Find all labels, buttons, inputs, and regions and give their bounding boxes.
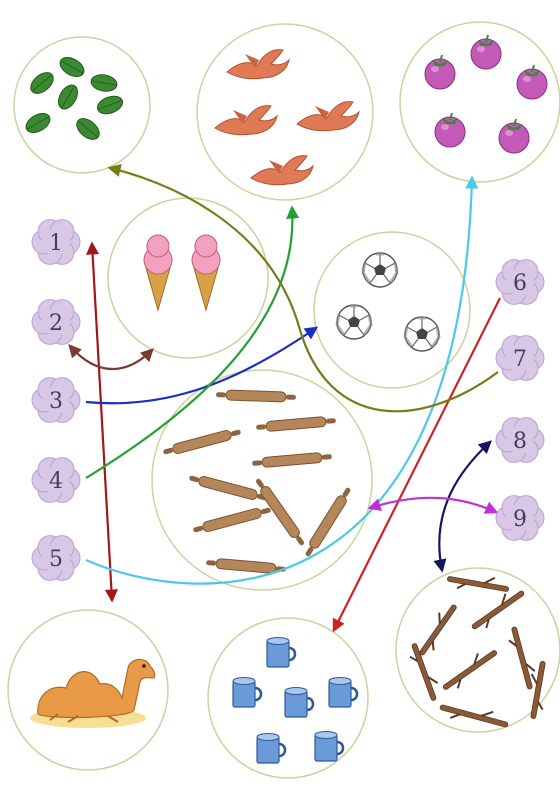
- number-flower-2: 2: [32, 300, 80, 345]
- number-label-5: 5: [49, 547, 63, 572]
- number-label-4: 4: [49, 469, 63, 494]
- birds-circle: [197, 24, 373, 200]
- mugs-circle: [208, 618, 368, 778]
- picture-circles: [8, 22, 560, 778]
- ice-creams-circle-outline: [108, 198, 268, 358]
- number-label-7: 7: [513, 347, 527, 372]
- number-flower-7: 7: [496, 336, 544, 381]
- number-flower-9: 9: [496, 496, 544, 541]
- number-label-8: 8: [513, 429, 527, 454]
- rolling-pins-circle: [152, 370, 372, 590]
- rolling-pins-circle-outline: [152, 370, 372, 590]
- arrow-1-to-camel: [92, 244, 112, 600]
- number-label-2: 2: [49, 311, 63, 336]
- number-label-6: 6: [513, 271, 527, 296]
- number-flower-6: 6: [496, 260, 544, 305]
- camel-circle: [8, 610, 168, 770]
- number-flower-5: 5: [32, 536, 80, 581]
- number-label-9: 9: [513, 507, 527, 532]
- leaves-circle-outline: [14, 37, 150, 173]
- number-label-3: 3: [49, 389, 63, 414]
- arrow-9-to-rolling-pins: [370, 498, 496, 512]
- brinjals-circle: [400, 22, 560, 182]
- sticks-circle: [396, 568, 560, 733]
- number-flower-1: 1: [32, 220, 80, 265]
- number-flower-4: 4: [32, 458, 80, 503]
- number-flower-8: 8: [496, 418, 544, 463]
- number-label-1: 1: [49, 231, 63, 256]
- ice-creams-circle: [108, 198, 268, 358]
- number-flower-3: 3: [32, 378, 80, 423]
- leaves-circle: [14, 37, 150, 173]
- arrow-2-to-ice-creams: [70, 346, 152, 369]
